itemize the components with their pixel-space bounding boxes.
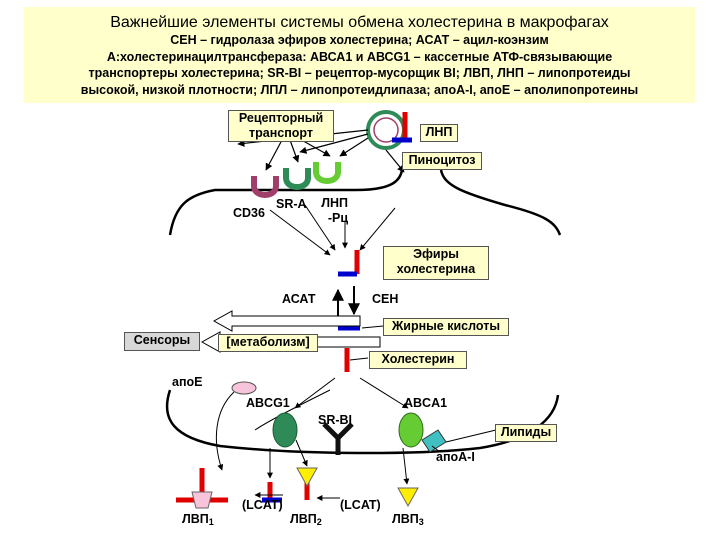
receptor-ldl xyxy=(313,162,341,184)
sensors-box: Сенсоры xyxy=(124,332,200,351)
fatty-acids-box: Жирные кислоты xyxy=(383,318,509,336)
hdl3-triangle xyxy=(397,487,419,508)
sensors-label: Сенсоры xyxy=(133,333,191,347)
hdl3-text: ЛВП xyxy=(392,512,419,526)
hdl1-shape xyxy=(191,491,213,509)
membrane-bottom xyxy=(165,389,560,455)
receptor-cd36 xyxy=(251,176,279,198)
header-title: Важнейшие элементы системы обмена холест… xyxy=(110,14,609,31)
ldl-particle-inner xyxy=(373,117,399,143)
receptor-sra xyxy=(283,168,311,190)
sra-label: SR-A xyxy=(276,197,307,211)
ldl-top-box: ЛНП xyxy=(420,124,458,142)
esters-box: Эфиры холестерина xyxy=(383,246,489,280)
ldl-rc-label: ЛНП -Рц xyxy=(321,196,348,225)
header-line-1: СЕН – гидролаза эфиров холестерина; АСАТ… xyxy=(170,33,549,47)
apoe-ellipse xyxy=(231,381,257,395)
ldl-top-label: ЛНП xyxy=(425,125,453,139)
lcat-left-label: (LCAT) xyxy=(242,498,283,512)
abcg1-label: ABCG1 xyxy=(246,396,290,410)
pinocytosis-label: Пиноцитоз xyxy=(408,153,476,167)
metabolism-label: [метаболизм] xyxy=(226,335,310,349)
header-line-4: высокой, низкой плотности; ЛПЛ – липопро… xyxy=(80,82,639,97)
ceh-label: СЕН xyxy=(372,292,399,306)
abcg1-transporter xyxy=(272,412,298,448)
apoe-label: апоЕ xyxy=(172,375,203,389)
abca1-transporter xyxy=(398,412,424,448)
metabolism-box: [метаболизм] xyxy=(218,334,318,352)
lipids-box: Липиды xyxy=(495,424,557,442)
header-line-2: А:холестеринацилтрансфераза: АВСА1 и АВС… xyxy=(106,49,613,64)
srbi-receptor xyxy=(322,422,354,455)
hdl3-sub: 3 xyxy=(418,517,424,527)
lipid-diamond xyxy=(421,429,447,453)
abca1-label: ABCA1 xyxy=(404,396,448,410)
apoa1-label: апоА-I xyxy=(436,450,475,464)
receptor-transport-label: Рецепторный транспорт xyxy=(238,111,324,140)
hdl2-sub: 2 xyxy=(316,517,322,527)
hdl2-triangle xyxy=(296,467,318,488)
header-line-3: транспортеры холестерина; SR-BI – рецепт… xyxy=(88,66,631,80)
hdl2-label: ЛВП2 xyxy=(290,512,322,530)
acat-label: АСАТ xyxy=(282,292,316,306)
hdl1-sub: 1 xyxy=(208,517,214,527)
srbi-label: SR-BI xyxy=(318,413,353,427)
header-panel: Важнейшие элементы системы обмена холест… xyxy=(24,7,695,103)
esters-label: Эфиры холестерина xyxy=(396,247,476,276)
cholesterol-label: Холестерин xyxy=(381,352,455,366)
cholesterol-box: Холестерин xyxy=(369,351,467,369)
lcat-right-label: (LCAT) xyxy=(340,498,381,512)
membrane-top-right xyxy=(439,169,562,236)
hdl3-label: ЛВП3 xyxy=(392,512,424,530)
hdl2-text: ЛВП xyxy=(290,512,317,526)
hdl1-label: ЛВП1 xyxy=(182,512,214,530)
pinocytosis-box: Пиноцитоз xyxy=(402,152,482,170)
sensors-arrow xyxy=(212,310,361,332)
cd36-label: CD36 xyxy=(233,206,265,220)
receptor-transport-box: Рецепторный транспорт xyxy=(228,110,334,142)
membrane-top xyxy=(168,169,404,236)
lipids-label: Липиды xyxy=(500,425,552,439)
fatty-acids-label: Жирные кислоты xyxy=(391,319,501,333)
hdl1-text: ЛВП xyxy=(182,512,209,526)
